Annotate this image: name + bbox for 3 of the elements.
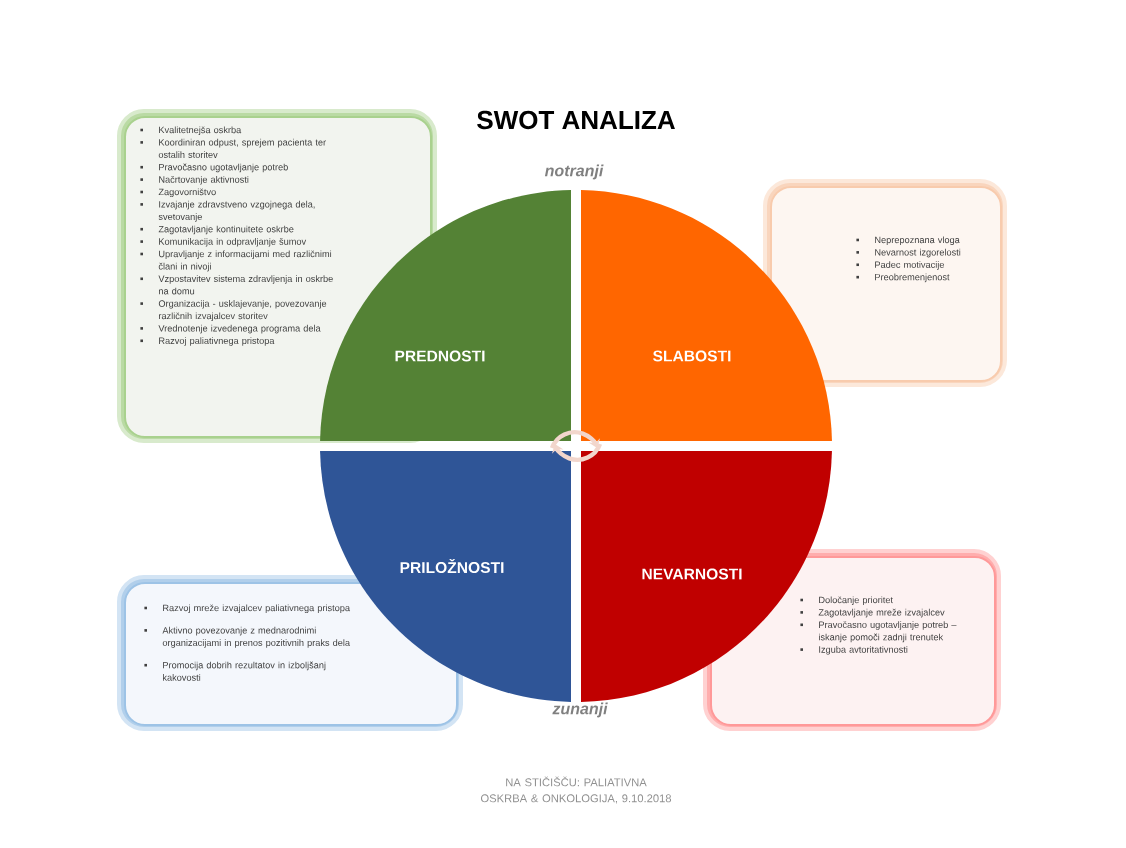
axis-label: notranji bbox=[544, 164, 604, 180]
axis-label: zunanji bbox=[552, 702, 608, 718]
title: SWOT ANALIZA bbox=[477, 110, 675, 130]
